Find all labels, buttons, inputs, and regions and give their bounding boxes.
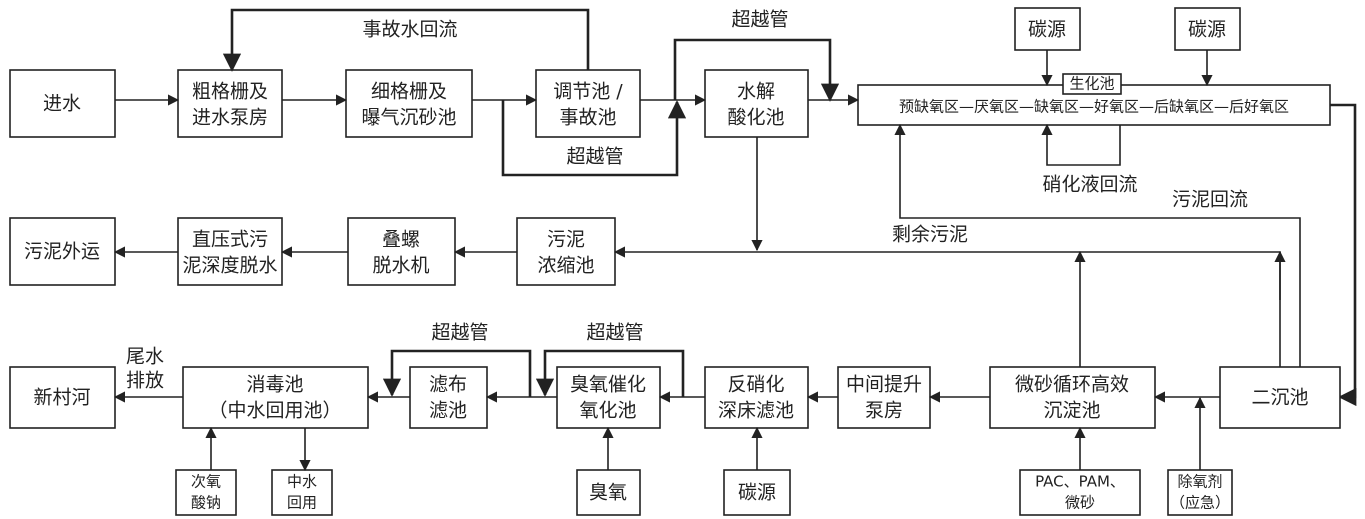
diagram-label: 水解 [737, 81, 775, 103]
diagram-label: 细格栅及 [371, 81, 447, 103]
diagram-label: 叠螺 [382, 229, 420, 251]
diagram-label: 污泥 [547, 229, 585, 251]
node-carbon-source-3: 碳源 [723, 469, 791, 516]
diagram-label: 新村河 [33, 387, 90, 409]
diagram-label: 事故池 [559, 107, 616, 129]
node-inlet: 进水 [9, 69, 116, 138]
diagram-label: 次氧 [191, 473, 221, 491]
node-pac-pam: PAC、PAM、微砂 [1019, 469, 1141, 516]
bypass-line-1: 超越管 [673, 9, 840, 102]
diagram-label: 碳源 [1188, 19, 1226, 41]
diagram-label: 进水泵房 [192, 107, 268, 129]
node-disinfection: 消毒池 （中水回用池） [182, 366, 369, 429]
flow-arrows-row3: 尾水 排放 [113, 346, 1220, 403]
node-carbon-source-2: 碳源 [1174, 7, 1241, 51]
accident-return-line: 事故水回流 [222, 8, 590, 72]
diagram-label: 生化池 [1069, 75, 1114, 93]
diagram-label: 直压式污 [192, 229, 268, 251]
diagram-label: 滤布 [429, 374, 467, 396]
diagram-label: 臭氧 [589, 482, 627, 504]
diagram-label: 超越管 [431, 322, 488, 344]
diagram-label: 沉淀池 [1043, 400, 1100, 422]
bio-to-clarifier-line [1330, 103, 1357, 407]
diagram-label: 超越管 [731, 9, 788, 31]
diagram-label: （应急） [1170, 494, 1230, 512]
node-river: 新村河 [9, 366, 116, 429]
diagram-label: 粗格栅及 [192, 81, 268, 103]
node-deoxidizer: 除氧剂 （应急） [1167, 469, 1233, 516]
diagram-label: 污泥回流 [1172, 189, 1248, 211]
diagram-label: 预缺氧区—厌氧区—缺氧区—好氧区—后缺氧区—后好氧区 [899, 98, 1289, 116]
node-ozone: 臭氧 [576, 469, 641, 516]
diagram-label: 硝化液回流 [1042, 174, 1137, 196]
diagram-label: 中间提升 [846, 374, 922, 396]
excess-sludge-lines: 剩余污泥 [113, 137, 1286, 367]
diagram-label: 除氧剂 [1177, 473, 1222, 491]
bypass-line-4: 超越管 [535, 322, 685, 397]
diagram-label: 深床滤池 [718, 400, 794, 422]
diagram-label: 泵房 [865, 400, 903, 422]
diagram-label: 酸钠 [191, 494, 221, 512]
diagram-label: 超越管 [586, 322, 643, 344]
diagram-label: 二沉池 [1251, 387, 1308, 409]
diagram-label: PAC、PAM、 [1035, 473, 1125, 491]
bypass-line-3: 超越管 [382, 322, 532, 397]
diagram-label: 滤池 [429, 400, 467, 422]
diagram-label: 泥深度脱水 [182, 255, 277, 277]
diagram-label: 微砂 [1065, 494, 1095, 512]
diagram-label: 氧化池 [579, 400, 636, 422]
node-bio-tank: 预缺氧区—厌氧区—缺氧区—好氧区—后缺氧区—后好氧区 生化池 [857, 73, 1331, 126]
diagram-label: 碳源 [738, 482, 776, 504]
diagram-label: 脱水机 [372, 255, 429, 277]
diagram-label: 进水 [43, 93, 81, 115]
diagram-label: 臭氧催化 [570, 374, 646, 396]
diagram-label: 尾水 [126, 346, 164, 368]
diagram-label: 酸化池 [727, 107, 784, 129]
node-reclaimed-water: 中水回用 [271, 469, 333, 516]
diagram-label: 污泥外运 [24, 241, 100, 263]
sludge-return-line: 污泥回流 [894, 123, 1301, 367]
diagram-label: 剩余污泥 [892, 224, 968, 246]
diagram-label: 调节池 / [553, 81, 623, 103]
diagram-label: 微砂循环高效 [1015, 374, 1129, 396]
bypass-line-2: 超越管 [501, 100, 687, 177]
diagram-label: 事故水回流 [362, 19, 457, 41]
diagram-label: 浓缩池 [537, 255, 594, 277]
diagram-label: 回用 [287, 494, 317, 512]
node-secondary-clarifier: 二沉池 [1219, 366, 1341, 429]
diagram-label: 排放 [126, 370, 164, 392]
node-sludge-out: 污泥外运 [9, 217, 116, 286]
nitrification-return-line: 硝化液回流 [1041, 123, 1138, 196]
diagram-label: 消毒池 [246, 374, 303, 396]
diagram-label: 反硝化 [727, 374, 784, 396]
node-carbon-source-1: 碳源 [1014, 7, 1081, 51]
node-regulating-tank: 调节池 / 事故池 [535, 69, 641, 138]
input-arrows [205, 396, 1206, 472]
diagram-label: 曝气沉砂池 [361, 107, 456, 129]
diagram-label: （中水回用池） [208, 400, 341, 422]
diagram-label: 碳源 [1028, 19, 1066, 41]
diagram-label: 超越管 [566, 146, 623, 168]
diagram-label: 中水 [287, 473, 317, 491]
